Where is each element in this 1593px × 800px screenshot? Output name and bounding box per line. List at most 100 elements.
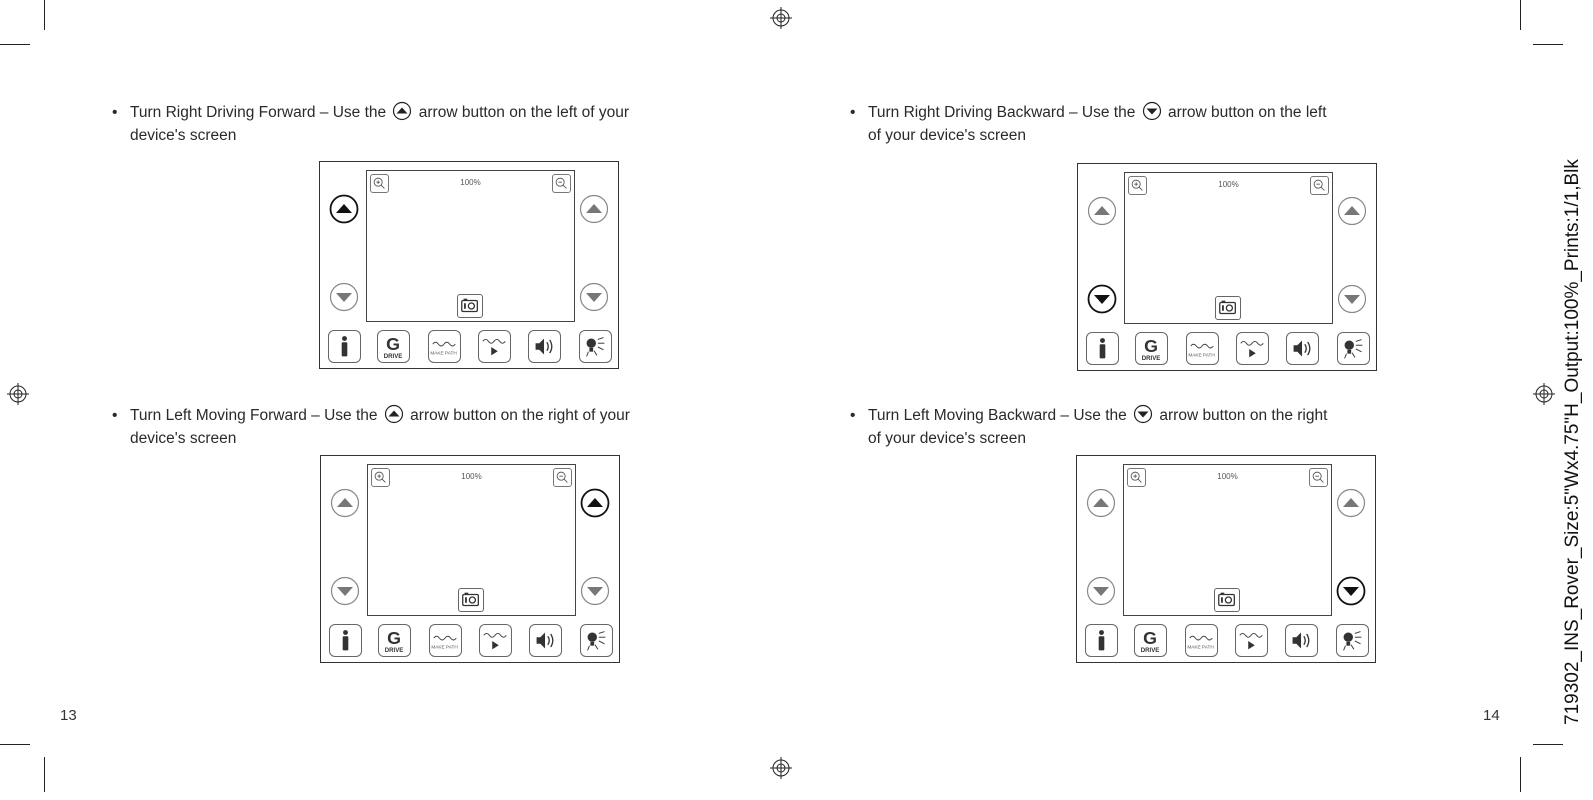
zoom-out-icon (1309, 468, 1328, 487)
crop-mark-tr-v (1520, 0, 1521, 30)
camera-icon (458, 588, 484, 612)
make-path-button: MAKE PATH (1186, 332, 1219, 365)
play-path-button (1235, 624, 1268, 657)
instruction-text-line2: device's screen (130, 127, 237, 144)
light-button (579, 330, 612, 363)
instruction-text: Turn Right Driving Forward – Use the (130, 104, 387, 121)
instruction-text: Turn Left Moving Forward – Use the (130, 407, 378, 424)
svg-text:G: G (387, 628, 401, 648)
zoom-out-icon (553, 468, 572, 487)
play-path-button (479, 624, 512, 657)
print-slug: 719302_INS_Rover_Size:5"Wx4.75"H_Output:… (1562, 25, 1586, 725)
page-number: 13 (60, 707, 77, 724)
svg-text:G: G (1143, 628, 1157, 648)
instruction-item: • Turn Left Moving Forward – Use the arr… (112, 404, 710, 450)
right-down-arrow-button (1337, 284, 1367, 314)
zoom-in-icon (1128, 176, 1147, 195)
crop-mark-tr-h (1533, 44, 1563, 45)
sound-button (1285, 624, 1318, 657)
svg-text:G: G (1144, 336, 1158, 356)
crop-mark-tl-v (44, 0, 45, 30)
instruction-text-cont: arrow button on the right of your (410, 407, 630, 424)
info-button (1086, 332, 1119, 365)
zoom-out-icon (1310, 176, 1329, 195)
left-down-arrow-button (1087, 284, 1117, 314)
instruction-text-line2: of your device's screen (868, 127, 1027, 144)
left-up-arrow-button (1087, 196, 1117, 226)
camera-view: 100% (1123, 464, 1332, 616)
camera-view: 100% (1124, 172, 1333, 324)
left-down-arrow-button (1086, 576, 1116, 606)
light-button (1337, 332, 1370, 365)
zoom-level: 100% (1218, 180, 1239, 189)
zoom-in-icon (371, 468, 390, 487)
zoom-out-icon (552, 174, 571, 193)
instruction-item: • Turn Right Driving Backward – Use the … (850, 101, 1448, 147)
svg-text:DRIVE: DRIVE (384, 353, 403, 360)
crop-mark-tl-h (0, 44, 30, 45)
play-path-button (478, 330, 511, 363)
svg-text:MAKE PATH: MAKE PATH (430, 350, 456, 355)
right-up-arrow-button (580, 488, 610, 518)
play-path-button (1236, 332, 1269, 365)
zoom-level: 100% (460, 178, 481, 187)
svg-text:G: G (386, 334, 400, 354)
instruction-text-cont: arrow button on the left (1167, 104, 1327, 121)
registration-mark-icon (770, 757, 792, 779)
camera-view: 100% (367, 464, 576, 616)
left-down-arrow-button (330, 576, 360, 606)
right-up-arrow-button (1337, 196, 1367, 226)
zoom-level: 100% (461, 472, 482, 481)
zoom-in-icon (1127, 468, 1146, 487)
info-button (328, 330, 361, 363)
info-button (329, 624, 362, 657)
make-path-button: MAKE PATH (429, 624, 462, 657)
camera-icon (457, 294, 483, 318)
instruction-item: • Turn Left Moving Backward – Use the ar… (850, 404, 1448, 450)
down-arrow-icon (1133, 404, 1153, 424)
left-up-arrow-button (329, 194, 359, 224)
instruction-text-cont: arrow button on the right (1159, 407, 1328, 424)
camera-view: 100% (366, 170, 575, 322)
light-button (580, 624, 613, 657)
up-arrow-icon (384, 404, 403, 424)
svg-text:MAKE PATH: MAKE PATH (1187, 644, 1213, 649)
light-button (1336, 624, 1369, 657)
left-down-arrow-button (329, 282, 359, 312)
registration-mark-icon (1533, 383, 1555, 405)
page-number: 14 (1483, 707, 1500, 724)
make-path-button: MAKE PATH (428, 330, 461, 363)
down-arrow-icon (1142, 101, 1161, 121)
camera-icon (1214, 588, 1240, 612)
crop-mark-br-v (1520, 757, 1521, 792)
right-up-arrow-button (579, 194, 609, 224)
sound-button (528, 330, 561, 363)
right-down-arrow-button (579, 282, 609, 312)
print-slug-text: 719302_INS_Rover_Size:5"Wx4.75"H_Output:… (1562, 159, 1583, 725)
instruction-text: Turn Left Moving Backward – Use the (868, 407, 1127, 424)
info-button (1085, 624, 1118, 657)
svg-text:MAKE PATH: MAKE PATH (431, 644, 457, 649)
zoom-level: 100% (1217, 472, 1238, 481)
make-path-button: MAKE PATH (1185, 624, 1218, 657)
instruction-text: Turn Right Driving Backward – Use the (868, 104, 1136, 121)
sound-button (1286, 332, 1319, 365)
right-up-arrow-button (1336, 488, 1366, 518)
crop-mark-bl-v (44, 757, 45, 792)
instruction-item: • Turn Right Driving Forward – Use the a… (112, 101, 710, 147)
up-arrow-icon (393, 101, 412, 121)
instruction-text-cont: arrow button on the left of your (418, 104, 629, 121)
crop-mark-br-h (1533, 744, 1563, 745)
left-up-arrow-button (330, 488, 360, 518)
svg-text:MAKE PATH: MAKE PATH (1188, 352, 1214, 357)
camera-icon (1215, 296, 1241, 320)
svg-text:DRIVE: DRIVE (1141, 647, 1160, 654)
